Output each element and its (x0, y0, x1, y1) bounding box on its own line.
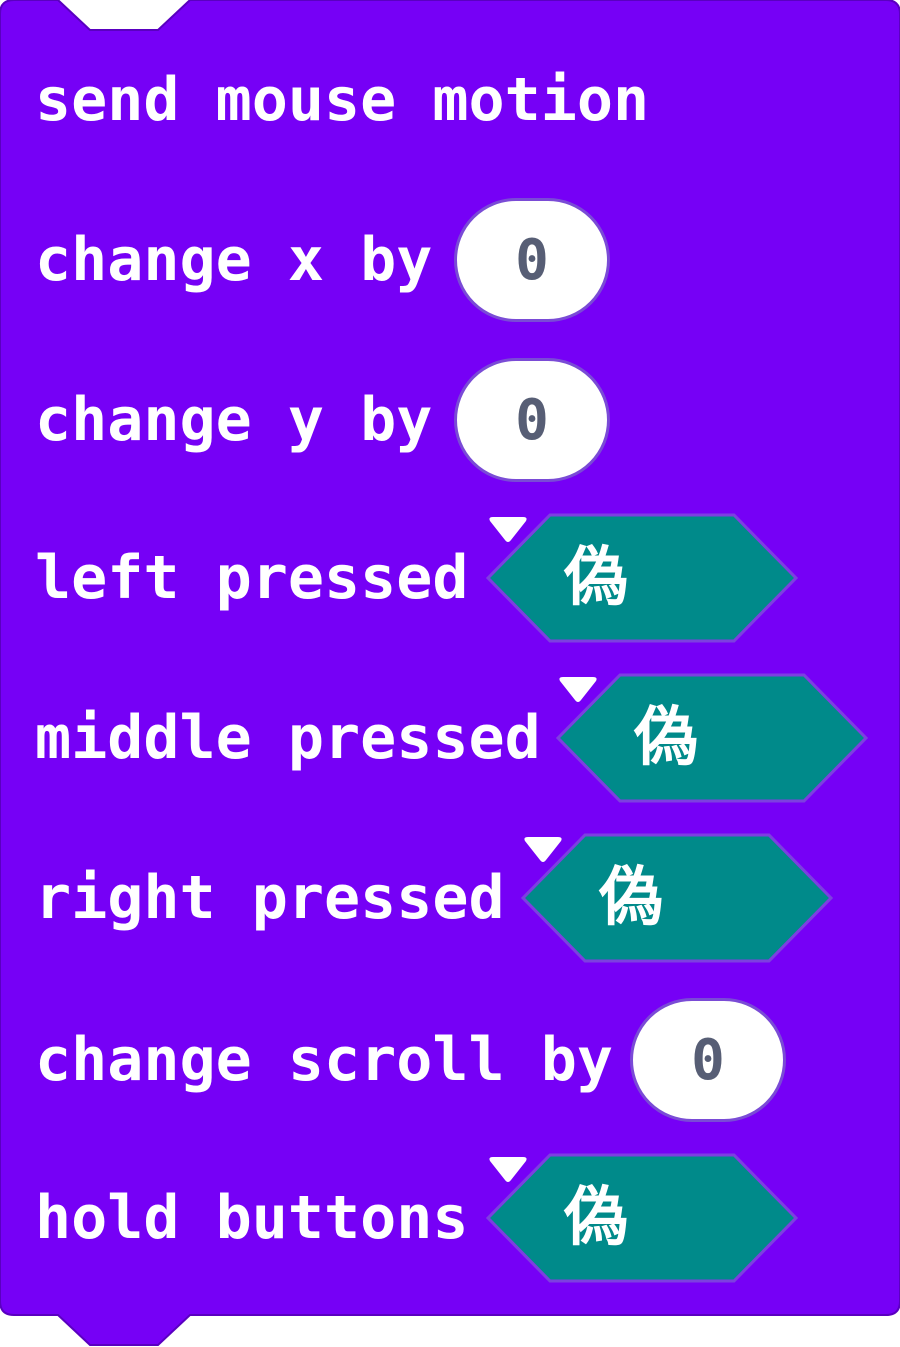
left-pressed-value: 偽 (564, 541, 628, 615)
hold-buttons-value: 偽 (564, 1181, 628, 1255)
change-y-input[interactable]: 0 (454, 358, 610, 482)
chevron-down-icon (559, 677, 597, 702)
right-pressed-label: right pressed (35, 863, 505, 933)
middle-pressed-dropdown[interactable]: 偽 (556, 673, 868, 803)
change-y-value: 0 (515, 387, 549, 453)
chevron-down-icon (489, 517, 527, 542)
chevron-down-icon (524, 837, 562, 862)
left-pressed-dropdown[interactable]: 偽 (486, 513, 798, 643)
change-scroll-input[interactable]: 0 (630, 998, 786, 1122)
change-x-label: change x by (35, 225, 433, 295)
left-pressed-label: left pressed (35, 543, 469, 613)
hold-buttons-label: hold buttons (35, 1183, 469, 1253)
change-scroll-label: change scroll by (35, 1025, 613, 1095)
change-scroll-value: 0 (691, 1027, 725, 1093)
middle-pressed-label: middle pressed (35, 703, 541, 773)
change-x-value: 0 (515, 227, 549, 293)
right-pressed-value: 偽 (599, 861, 663, 935)
change-y-label: change y by (35, 385, 433, 455)
chevron-down-icon (489, 1157, 527, 1182)
change-x-input[interactable]: 0 (454, 198, 610, 322)
middle-pressed-value: 偽 (634, 701, 698, 775)
right-pressed-dropdown[interactable]: 偽 (521, 833, 833, 963)
block-title: send mouse motion (35, 65, 650, 135)
hold-buttons-dropdown[interactable]: 偽 (486, 1153, 798, 1283)
